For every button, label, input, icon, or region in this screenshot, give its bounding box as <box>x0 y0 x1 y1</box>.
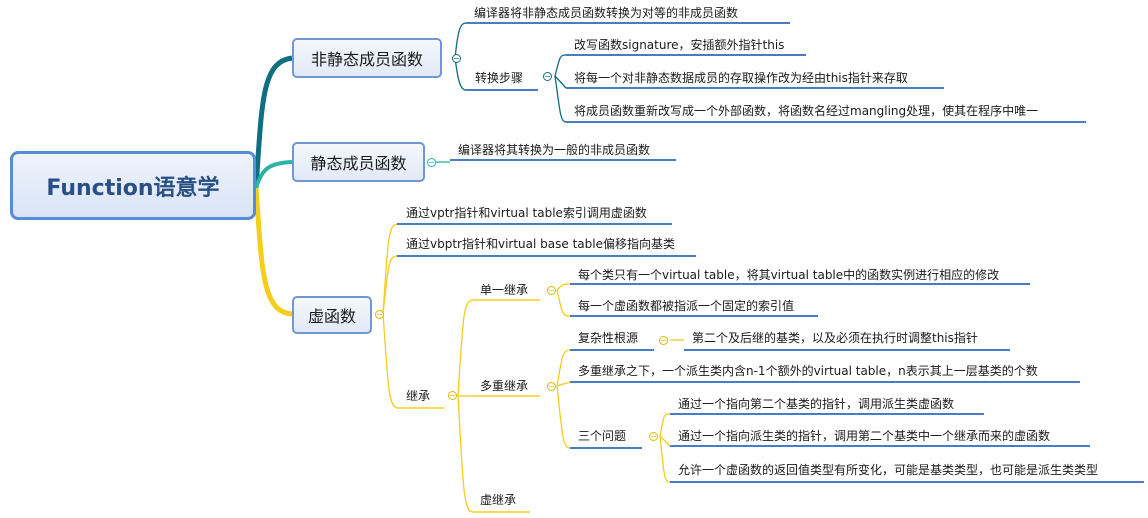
collapse-toggle-icon[interactable]: − <box>452 54 461 63</box>
collapse-toggle-icon[interactable]: − <box>543 72 552 81</box>
subtopic-virtual-inheritance[interactable]: 虚继承 <box>480 493 517 507</box>
leaf-text[interactable]: 编译器将非静态成员函数转换为对等的非成员函数 <box>474 6 739 20</box>
subtopic-conversion-steps[interactable]: 转换步骤 <box>475 71 524 85</box>
subtopic-complexity-source[interactable]: 复杂性根源 <box>578 331 639 345</box>
collapse-toggle-icon[interactable]: − <box>659 336 668 345</box>
topic-virtual-function[interactable]: 虚函数 <box>292 296 372 334</box>
subtopic-three-problems[interactable]: 三个问题 <box>578 429 627 443</box>
leaf-text[interactable]: 多重继承之下，一个派生类内含n-1个额外的virtual table，n表示其上… <box>578 364 1038 378</box>
leaf-text[interactable]: 每个类只有一个virtual table，将其virtual table中的函数… <box>578 268 1000 282</box>
subtopic-inheritance[interactable]: 继承 <box>406 389 431 403</box>
topic-static-member-function[interactable]: 静态成员函数 <box>292 142 425 182</box>
collapse-toggle-icon[interactable]: − <box>547 382 556 391</box>
collapse-toggle-icon[interactable]: − <box>448 391 457 400</box>
leaf-text[interactable]: 将每一个对非静态数据成员的存取操作改为经由this指针来存取 <box>574 71 908 85</box>
leaf-text[interactable]: 通过一个指向第二个基类的指针，调用派生类虚函数 <box>678 397 955 411</box>
leaf-text[interactable]: 第二个及后继的基类，以及必须在执行时调整this指针 <box>692 331 978 345</box>
leaf-text[interactable]: 允许一个虚函数的返回值类型有所变化，可能是基类类型，也可能是派生类类型 <box>678 463 1099 477</box>
subtopic-single-inheritance[interactable]: 单一继承 <box>480 283 529 297</box>
collapse-toggle-icon[interactable]: − <box>649 432 658 441</box>
collapse-toggle-icon[interactable]: − <box>375 310 384 319</box>
leaf-text[interactable]: 改写函数signature，安插额外指针this <box>574 38 785 52</box>
leaf-text[interactable]: 每一个虚函数都被指派一个固定的索引值 <box>578 299 795 313</box>
leaf-text[interactable]: 通过vbptr指针和virtual base table偏移指向基类 <box>406 237 675 251</box>
subtopic-multiple-inheritance[interactable]: 多重继承 <box>480 379 529 393</box>
leaf-text[interactable]: 将成员函数重新改写成一个外部函数，将函数名经过mangling处理，使其在程序中… <box>574 104 1039 118</box>
leaf-text[interactable]: 通过一个指向派生类的指针，调用第二个基类中一个继承而来的虚函数 <box>678 429 1051 443</box>
collapse-toggle-icon[interactable]: − <box>547 286 556 295</box>
root-topic[interactable]: Function语意学 <box>10 151 256 220</box>
collapse-toggle-icon[interactable]: − <box>427 158 436 167</box>
leaf-text[interactable]: 编译器将其转换为一般的非成员函数 <box>458 143 651 157</box>
leaf-text[interactable]: 通过vptr指针和virtual table索引调用虚函数 <box>406 206 647 220</box>
topic-nonstatic-member-function[interactable]: 非静态成员函数 <box>292 38 442 78</box>
